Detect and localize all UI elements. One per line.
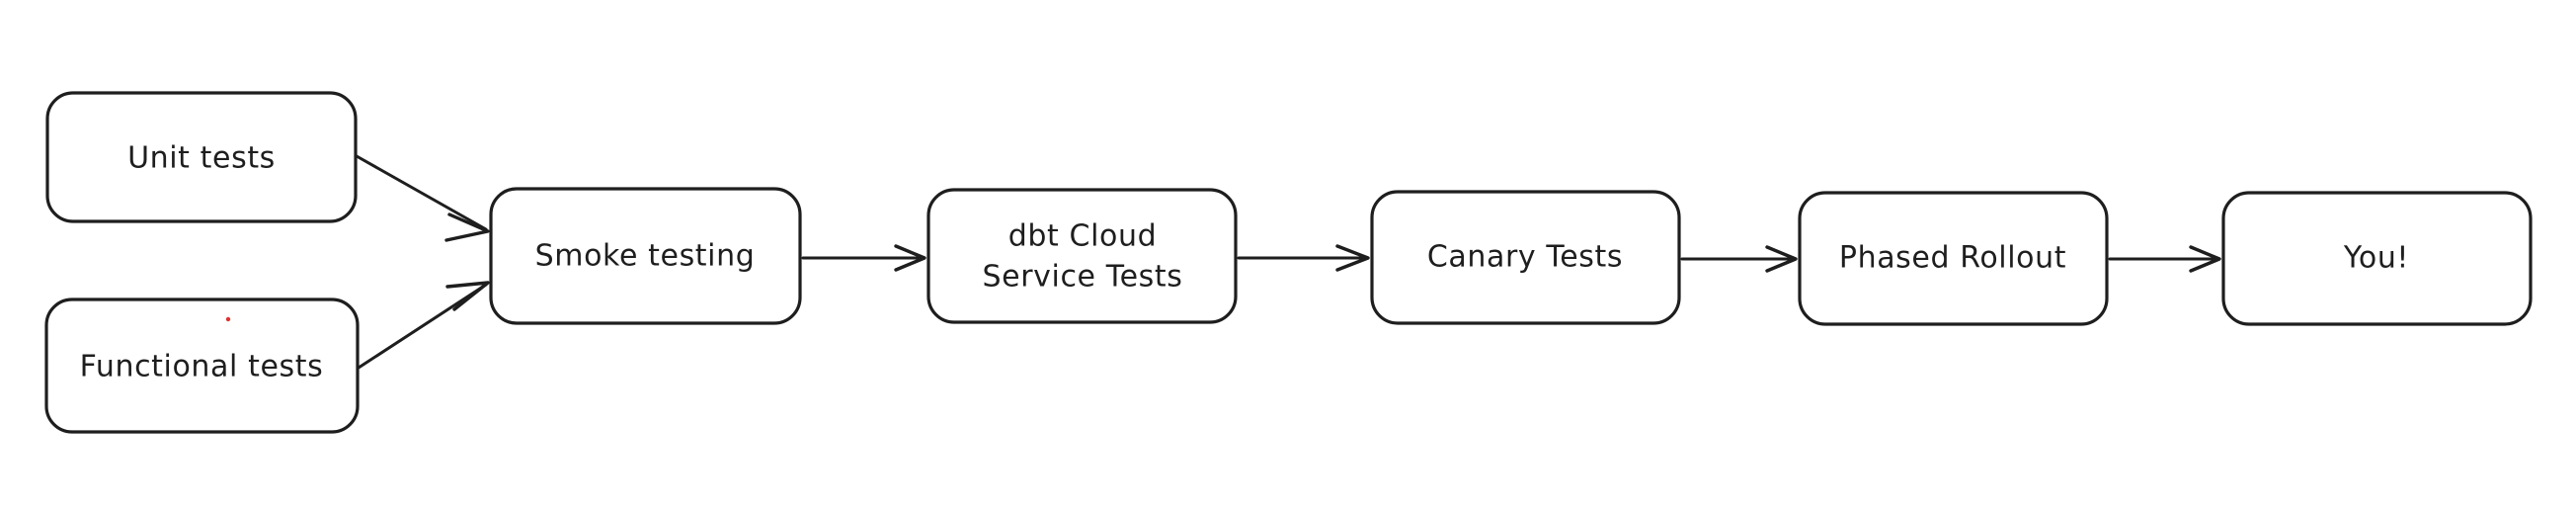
edge-dbt-cloud-service-tests-to-canary-tests (1237, 244, 1370, 272)
edge-canary-tests-to-phased-rollout (1680, 245, 1798, 273)
arrowhead-icon (444, 212, 490, 242)
node-shape (2221, 191, 2533, 326)
edge-line (355, 154, 488, 231)
arrowhead-icon (445, 281, 490, 311)
node-label-dbt-cloud-line-2: Service Tests (983, 260, 1183, 295)
node-shape (926, 188, 1238, 324)
node-dbt-cloud-service-tests[interactable]: dbt Cloud Service Tests (926, 188, 1238, 324)
edge-unit-tests-to-smoke-testing (355, 154, 490, 242)
node-label-functional-tests: Functional tests (80, 350, 324, 384)
node-shape (45, 91, 358, 223)
node-label-smoke-testing: Smoke testing (535, 239, 756, 274)
node-shape (1798, 191, 2109, 326)
node-label-you: You! (2343, 241, 2409, 276)
node-shape (1370, 190, 1681, 325)
node-shape (44, 298, 360, 434)
node-shape (489, 187, 802, 325)
arrowhead-icon (1765, 245, 1798, 273)
edge-phased-rollout-to-you (2108, 245, 2221, 273)
node-canary-tests[interactable]: Canary Tests (1370, 190, 1681, 325)
ink-speck (225, 316, 231, 322)
edge-smoke-testing-to-dbt-cloud-service-tests (801, 244, 926, 272)
node-smoke-testing[interactable]: Smoke testing (489, 187, 802, 325)
node-functional-tests[interactable]: Functional tests (44, 298, 360, 434)
node-you[interactable]: You! (2221, 191, 2533, 326)
arrowhead-icon (2189, 245, 2221, 273)
node-label-phased-rollout: Phased Rollout (1839, 241, 2066, 276)
arrowhead-icon (894, 244, 926, 272)
node-label-canary-tests: Canary Tests (1427, 240, 1623, 275)
node-unit-tests[interactable]: Unit tests (45, 91, 358, 223)
arrowhead-icon (1335, 244, 1370, 272)
node-phased-rollout[interactable]: Phased Rollout (1798, 191, 2109, 326)
edge-line (357, 283, 488, 370)
node-label-dbt-cloud-line-1: dbt Cloud (1008, 219, 1157, 254)
edge-functional-tests-to-smoke-testing (357, 281, 490, 370)
node-label-unit-tests: Unit tests (127, 141, 276, 176)
